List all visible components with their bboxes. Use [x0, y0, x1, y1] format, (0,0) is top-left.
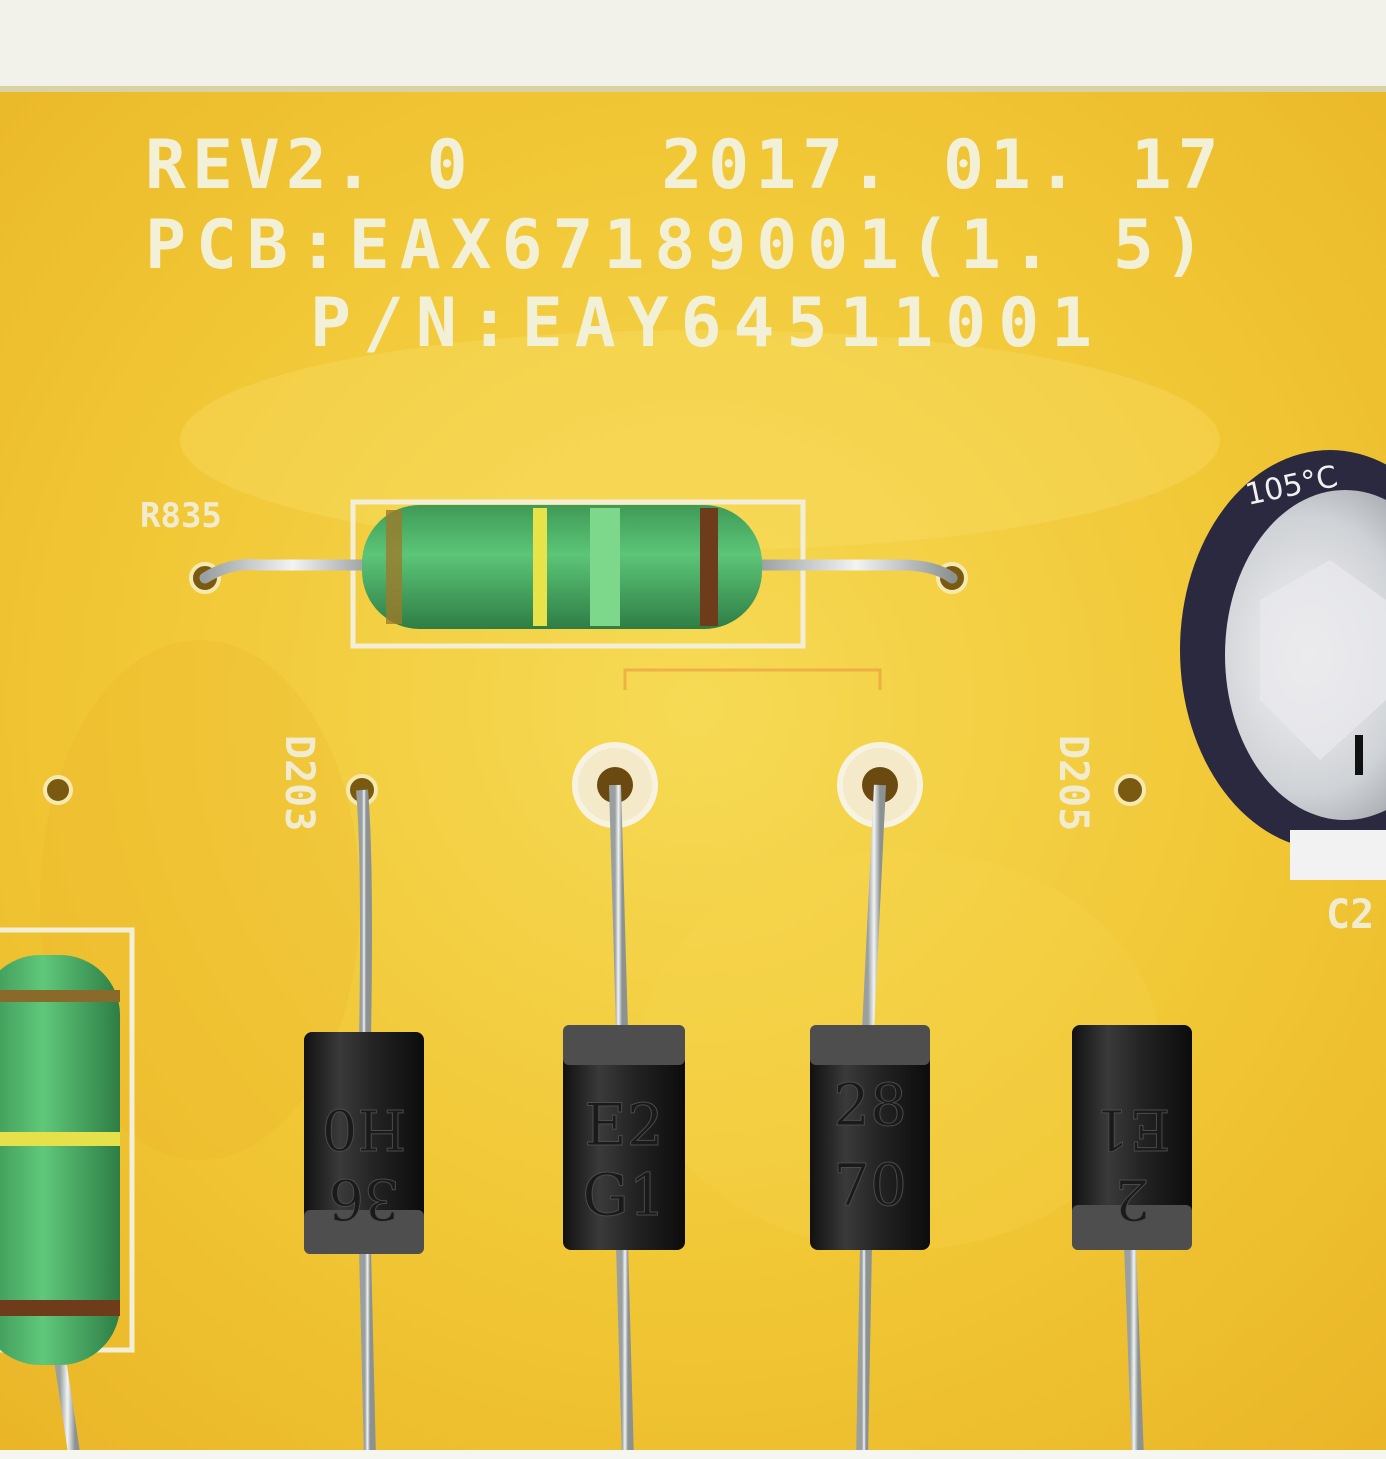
- diode-2: E2 G1: [563, 1025, 685, 1250]
- pcb-number-label: PCB:EAX67189001(1. 5): [145, 206, 1215, 285]
- svg-text:70: 70: [833, 1151, 907, 1219]
- diode-4: E1 2: [1072, 1025, 1192, 1250]
- rev-date-label: REV2. 0 2017. 01. 17: [145, 126, 1225, 205]
- svg-text:E1: E1: [1094, 1096, 1171, 1161]
- resistor-lead-right: [754, 559, 958, 584]
- left-resistor: [0, 955, 120, 1365]
- electrolytic-capacitor: 105°C: [1180, 450, 1386, 880]
- svg-text:H0: H0: [322, 1096, 406, 1161]
- svg-text:E2: E2: [584, 1091, 663, 1159]
- diode-ref-d203: D203: [276, 735, 322, 831]
- diode-1: H0 36: [304, 1032, 424, 1254]
- top-frame: [0, 0, 1386, 92]
- resistor-ref-label: R835: [140, 496, 222, 536]
- svg-text:G1: G1: [582, 1161, 665, 1229]
- svg-text:36: 36: [328, 1166, 399, 1231]
- diode-3: 28 70: [810, 1025, 930, 1250]
- part-number-label: P/N:EAY64511001: [310, 284, 1104, 363]
- capacitor-ref-label: C2: [1326, 892, 1374, 938]
- diode-ref-d205: D205: [1050, 735, 1096, 831]
- resistor-outline: [350, 499, 806, 649]
- resistor-r835: [362, 505, 762, 629]
- resistor-lead-left: [199, 559, 386, 584]
- svg-text:2: 2: [1114, 1166, 1150, 1231]
- svg-text:28: 28: [833, 1071, 907, 1139]
